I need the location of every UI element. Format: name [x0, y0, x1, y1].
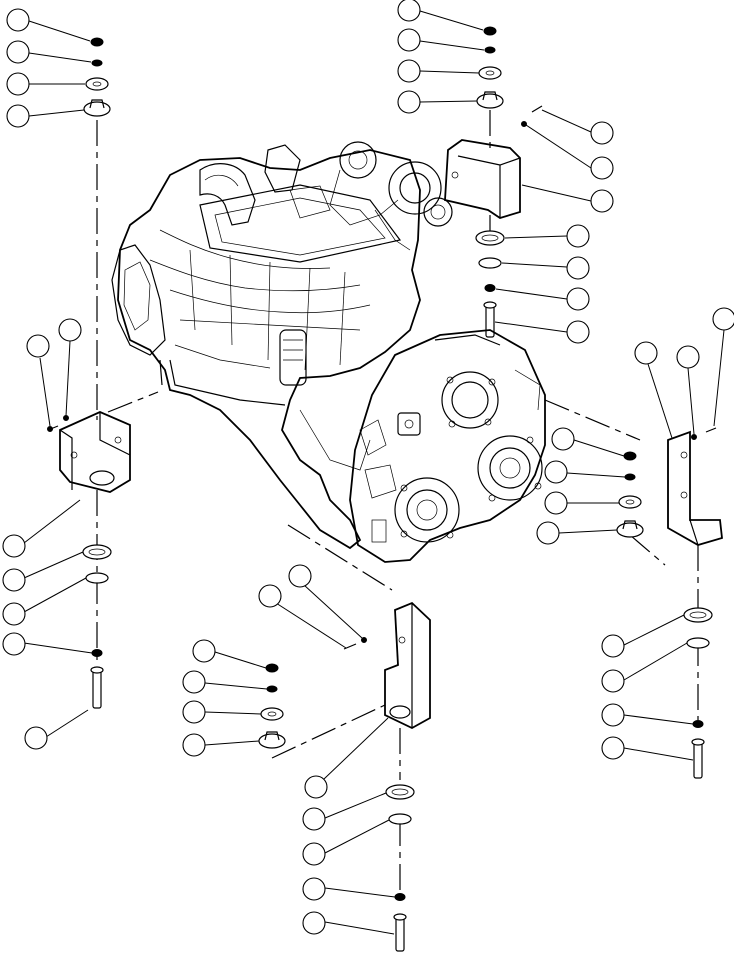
callout-bubble — [590, 121, 614, 145]
callout-bubble — [6, 104, 30, 128]
callout-bubble — [397, 90, 421, 114]
callouts — [2, 0, 734, 935]
callout-bubble — [288, 564, 312, 588]
callout-bubble — [634, 341, 658, 365]
callout-bubble — [566, 287, 590, 311]
callout-bubble — [590, 189, 614, 213]
isolator-stack-top-right — [476, 26, 504, 109]
callout-bubble — [397, 0, 421, 22]
callout-bubble — [566, 224, 590, 248]
assembly-centerlines — [96, 110, 699, 900]
callout-bubble — [544, 491, 568, 515]
callout-bubble — [551, 427, 575, 451]
callout-bubble — [2, 534, 26, 558]
isolator-stack-top-left — [83, 37, 111, 117]
callout-bubble — [2, 568, 26, 592]
callout-bubble — [566, 256, 590, 280]
callout-bubble — [26, 334, 50, 358]
callout-bubble — [302, 842, 326, 866]
callout-bubble — [182, 670, 206, 694]
callout-bubble — [2, 602, 26, 626]
callout-bubble — [58, 318, 82, 342]
isolator-stack-right-lower — [683, 607, 713, 779]
callout-bubble — [24, 726, 48, 750]
isolator-stack-right-middle — [616, 451, 644, 538]
engine-assembly — [111, 141, 453, 550]
callout-bubble — [2, 632, 26, 656]
callout-bubble — [601, 736, 625, 760]
callout-bubble — [182, 733, 206, 757]
isolator-stack-bottom-centre — [385, 784, 415, 952]
right-mount-bracket — [667, 427, 723, 546]
callout-bubble — [566, 320, 590, 344]
callout-bubble — [544, 460, 568, 484]
lower-centre-bracket — [343, 601, 431, 730]
callout-bubble — [304, 775, 328, 799]
callout-bubble — [6, 40, 30, 64]
callout-bubble — [182, 700, 206, 724]
callout-bubble — [590, 156, 614, 180]
callout-bubble — [192, 639, 216, 663]
isolator-stack-left-lower — [82, 544, 112, 709]
callout-bubble — [601, 703, 625, 727]
callout-bubble — [712, 307, 734, 331]
callout-bubble — [601, 634, 625, 658]
isolator-stack-centre-left — [258, 663, 286, 749]
left-mount-bracket — [47, 411, 131, 493]
upper-right-bracket — [444, 105, 543, 219]
callout-bubble — [676, 345, 700, 369]
callout-bubble — [536, 521, 560, 545]
transmission-housing — [349, 329, 546, 563]
callout-bubble — [601, 669, 625, 693]
callout-bubble — [6, 8, 30, 32]
isolator-stack-under-upper-right — [475, 230, 505, 338]
callout-bubble — [258, 584, 282, 608]
callout-bubble — [302, 877, 326, 901]
callout-bubble — [397, 59, 421, 83]
callout-bubble — [397, 28, 421, 52]
callout-bubble — [302, 911, 326, 935]
callout-bubble — [302, 807, 326, 831]
callout-bubble — [6, 72, 30, 96]
